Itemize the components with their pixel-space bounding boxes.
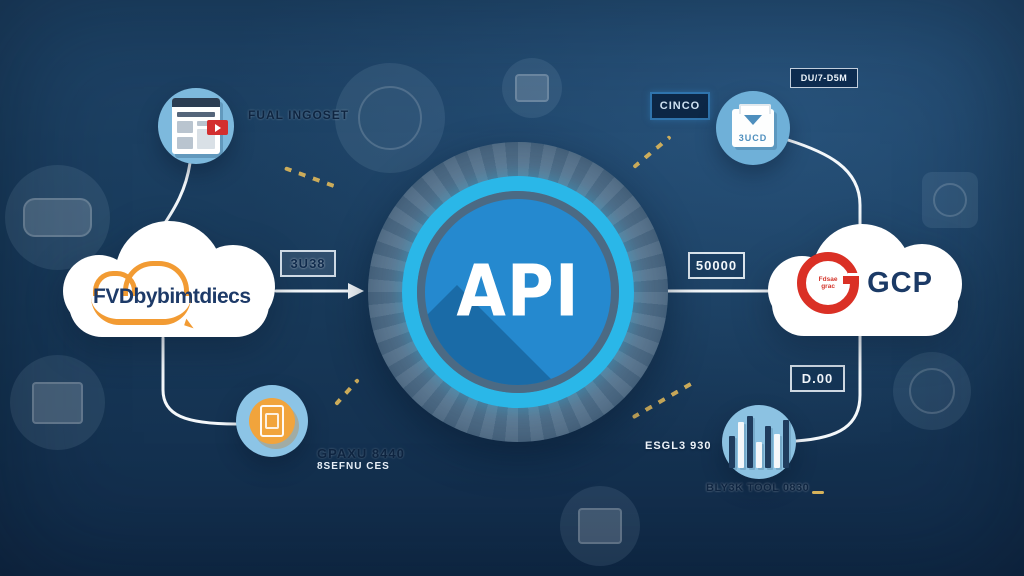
browser-icon — [158, 88, 234, 164]
left-cloud-logo: FVDbybimtdiecs — [63, 223, 273, 338]
cloud-arc-icon — [123, 261, 189, 296]
document-orange-circle — [249, 398, 295, 444]
top-left-label: FUAL INGOSET — [248, 108, 350, 122]
connector-left-cloud-to-doc — [161, 336, 238, 426]
bar-group — [729, 416, 789, 468]
g-ring-icon: Fdsae grac — [797, 252, 860, 314]
g-inner-text: grac — [821, 283, 835, 290]
play-badge-icon — [207, 120, 228, 135]
browser-window — [172, 98, 228, 154]
dotted-trace — [812, 491, 824, 494]
faint-shield-icon — [922, 172, 978, 228]
dotted-trace — [284, 166, 340, 190]
g-inner-text: Fdsae — [818, 276, 838, 283]
dotted-trace — [334, 378, 360, 406]
api-inner-circle: API — [425, 199, 611, 385]
package-icon-text: 3UCD — [738, 133, 768, 143]
package-box: 3UCD — [732, 104, 774, 147]
faint-coin-icon — [335, 63, 445, 173]
right-cloud-brand: GCP — [867, 266, 933, 299]
document-glyph-icon — [260, 405, 284, 437]
tag-top-right-upper-box: DU/7-D5M — [790, 68, 858, 88]
connector-package-to-right-cloud — [786, 138, 862, 233]
faint-bottom-icon — [560, 486, 640, 566]
api-label: API — [456, 250, 580, 334]
faint-badge-icon — [893, 352, 971, 430]
faint-circle-icon — [502, 58, 562, 118]
bars-bottom-label: BLY3K TOOL 0830 — [706, 482, 810, 494]
left-cloud: FVDbybimtdiecs — [63, 221, 275, 338]
bars-left-label: ESGL3 930 — [645, 440, 712, 452]
funnel-icon — [744, 115, 762, 125]
bar-chart-icon — [722, 405, 796, 479]
dotted-trace — [632, 135, 672, 169]
api-hub-circle: API — [368, 142, 668, 442]
right-cloud: Fdsae grac GCP — [768, 224, 962, 338]
bottom-left-label-line1: GPAXU 8440 — [317, 446, 405, 461]
dotted-trace — [631, 380, 695, 420]
package-icon: 3UCD — [716, 91, 790, 165]
swoosh-icon — [91, 297, 191, 325]
arrowhead-icon — [348, 283, 364, 299]
bottom-left-label-line2: 8SEFNU CES — [317, 461, 390, 472]
tag-right-lower-box: D.00 — [790, 365, 845, 392]
faint-gamepad-icon — [5, 165, 110, 270]
browser-titlebar — [172, 98, 220, 107]
connector-browser-to-left-cloud — [161, 161, 192, 228]
tag-left-box: 3U38 — [280, 250, 336, 277]
faint-monitor-icon — [10, 355, 105, 450]
gcp-logo: Fdsae grac GCP — [768, 228, 962, 338]
tag-right-box: 50000 — [688, 252, 745, 279]
tag-top-right-box: CINCO — [650, 92, 710, 120]
document-icon — [236, 385, 308, 457]
